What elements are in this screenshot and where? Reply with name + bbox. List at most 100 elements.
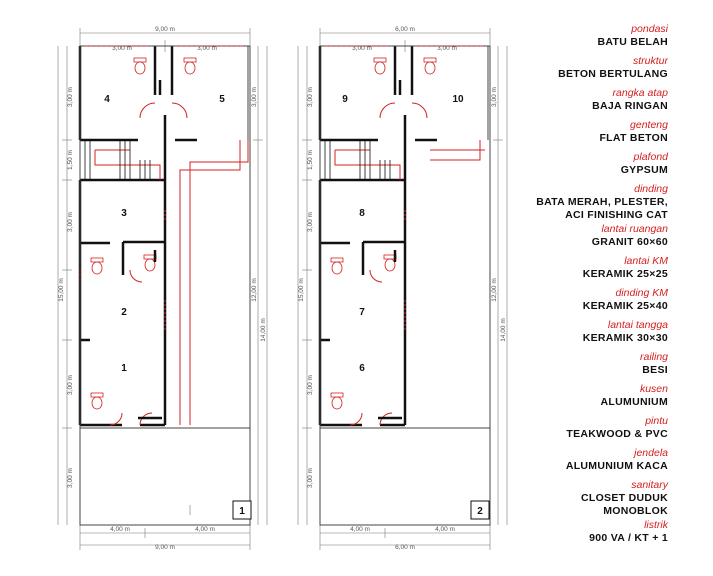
- walls: [78, 46, 197, 427]
- spec-label: dinding KM: [615, 287, 668, 299]
- floor-plan-2: 6,00 m 3,00 m 3,00 m 4,00 m 4,00 m 6,00 …: [297, 26, 508, 551]
- spec-value: KERAMIK 25×40: [582, 300, 668, 312]
- dim-right-2: 12,00 m: [491, 278, 498, 302]
- sheet-number-box: [470, 500, 490, 520]
- dim-bottom-part-1: 4,00 m: [350, 526, 370, 533]
- spec-label: rangka atap: [612, 87, 668, 99]
- dim-right-1: 3,00 m: [251, 87, 258, 107]
- sanitary-fixtures: [90, 57, 197, 410]
- dim-top-part-2: 3,00 m: [197, 45, 217, 52]
- sheet-number: 1: [239, 506, 245, 517]
- spec-label: sanitary: [631, 479, 668, 491]
- dim-left-overall: 15,00 m: [58, 278, 65, 302]
- red-annotations: [79, 45, 249, 426]
- floor-plan-1: 9,00 m 3,00 m 3,00 m 4,00 m 4,00 m 9,00 …: [57, 26, 268, 551]
- red-annotations: [325, 45, 485, 426]
- spec-value: BETON BERTULANG: [558, 68, 668, 80]
- dim-bottom-part-1: 4,00 m: [110, 526, 130, 533]
- spec-value: GRANIT 60×60: [591, 236, 668, 248]
- plan-outline: [319, 45, 491, 526]
- spec-label: kusen: [639, 383, 668, 395]
- spec-label: listrik: [644, 519, 668, 531]
- room-label: 7: [359, 307, 365, 318]
- dimension-lines: [57, 28, 268, 550]
- dim-right-2: 12,00 m: [251, 278, 258, 302]
- room-label: 8: [359, 208, 365, 219]
- doors: [138, 80, 167, 420]
- plan-outline: [79, 45, 251, 526]
- spec-label: struktur: [632, 55, 668, 67]
- walls: [318, 46, 437, 427]
- room-label: 9: [342, 94, 348, 105]
- dim-top-part-1: 3,00 m: [112, 45, 132, 52]
- spec-value: BAJA RINGAN: [592, 100, 668, 112]
- spec-label: dinding: [634, 183, 668, 195]
- dim-bottom-part-2: 4,00 m: [435, 526, 455, 533]
- dim-left-5: 3,00 m: [67, 468, 74, 488]
- dim-bottom-total: 6,00 m: [395, 544, 415, 551]
- doors: [378, 80, 407, 420]
- spec-value: BESI: [642, 364, 668, 376]
- spec-label: lantai ruangan: [601, 223, 668, 235]
- spec-label: pondasi: [631, 23, 668, 35]
- spec-label: lantai tangga: [607, 319, 668, 331]
- spec-value: ALUMUNIUM: [600, 396, 668, 408]
- dim-top-total: 6,00 m: [395, 26, 415, 33]
- room-label: 1: [121, 363, 127, 374]
- sanitary-fixtures: [330, 57, 437, 410]
- dim-right-overall: 14,00 m: [500, 318, 507, 342]
- spec-label: jendela: [634, 447, 668, 459]
- dim-right-1: 3,00 m: [491, 87, 498, 107]
- room-label: 4: [104, 94, 110, 105]
- spec-label: plafond: [633, 151, 668, 163]
- dim-left-overall: 15,00 m: [298, 278, 305, 302]
- room-label: 2: [121, 307, 127, 318]
- spec-value: KERAMIK 30×30: [582, 332, 668, 344]
- spec-label: pintu: [645, 415, 668, 427]
- dim-left-3: 3,00 m: [307, 212, 314, 232]
- dim-right-overall: 14,00 m: [260, 318, 267, 342]
- sheet-number: 2: [477, 506, 483, 517]
- spec-value: TEAKWOOD & PVC: [566, 428, 668, 440]
- spec-value: BATU BELAH: [597, 36, 668, 48]
- dim-left-5: 3,00 m: [307, 468, 314, 488]
- room-label: 6: [359, 363, 365, 374]
- dim-left-3: 3,00 m: [67, 212, 74, 232]
- dim-left-4: 3,00 m: [307, 375, 314, 395]
- dim-top-total: 9,00 m: [155, 26, 175, 33]
- dimension-lines: [297, 28, 508, 550]
- spec-value: BATA MERAH, PLESTER, ACI FINISHING CAT: [536, 196, 668, 221]
- spec-value: 900 VA / KT + 1: [589, 532, 668, 544]
- sheet-number-box: [232, 500, 252, 520]
- dim-bottom-total: 9,00 m: [155, 544, 175, 551]
- room-label: 3: [121, 208, 127, 219]
- spec-value: ALUMUNIUM KACA: [565, 460, 668, 472]
- room-label: 10: [452, 94, 464, 105]
- dim-left-1: 3,00 m: [67, 87, 74, 107]
- dim-left-1: 3,00 m: [307, 87, 314, 107]
- spec-value: GYPSUM: [620, 164, 668, 176]
- spec-value: KERAMIK 25×25: [582, 268, 668, 280]
- dim-top-part-1: 3,00 m: [352, 45, 372, 52]
- spec-label: lantai KM: [624, 255, 668, 267]
- spec-value: FLAT BETON: [599, 132, 668, 144]
- dim-left-2: 1,50 m: [307, 150, 314, 170]
- staircase: [84, 140, 151, 180]
